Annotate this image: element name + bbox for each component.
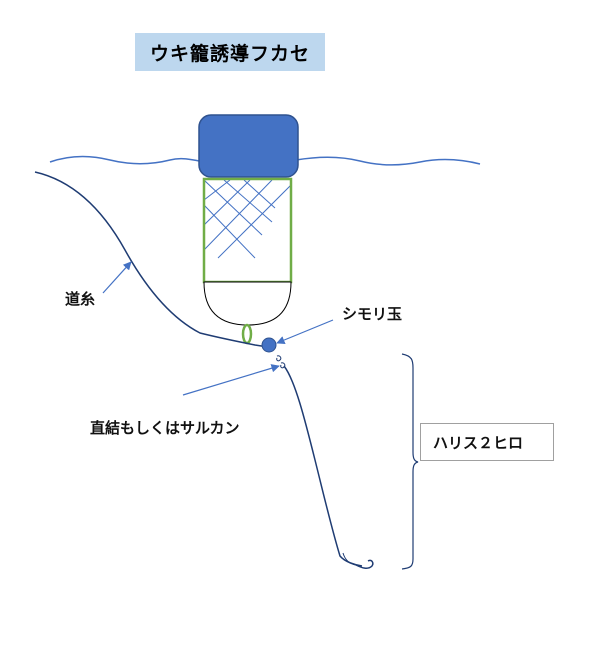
sinker-bead bbox=[261, 337, 277, 353]
water-surface bbox=[49, 155, 481, 166]
main-line bbox=[34, 171, 269, 348]
float-body bbox=[198, 114, 299, 178]
leader-line bbox=[283, 365, 363, 567]
ring bbox=[241, 323, 253, 345]
label-harisu: ハリス２ヒロ bbox=[433, 433, 524, 452]
hook-leader-tail bbox=[342, 552, 357, 566]
leader-length-brace bbox=[401, 353, 419, 570]
weight bbox=[203, 281, 292, 326]
label-harisu-box: ハリス２ヒロ bbox=[420, 423, 554, 461]
hook-icon bbox=[355, 559, 374, 569]
diagram-title: ウキ籠誘導フカセ bbox=[135, 33, 325, 71]
label-shimoridama: シモリ玉 bbox=[342, 305, 403, 323]
arrow-chokketsu bbox=[182, 364, 280, 396]
label-michiito: 道糸 bbox=[65, 290, 96, 308]
basket-frame bbox=[202, 177, 293, 284]
basket-net bbox=[204, 180, 291, 259]
arrow-shimoridama bbox=[276, 319, 334, 345]
arrow-michiito bbox=[102, 261, 132, 294]
label-chokketsu: 直結もしくはサルカン bbox=[90, 419, 240, 437]
